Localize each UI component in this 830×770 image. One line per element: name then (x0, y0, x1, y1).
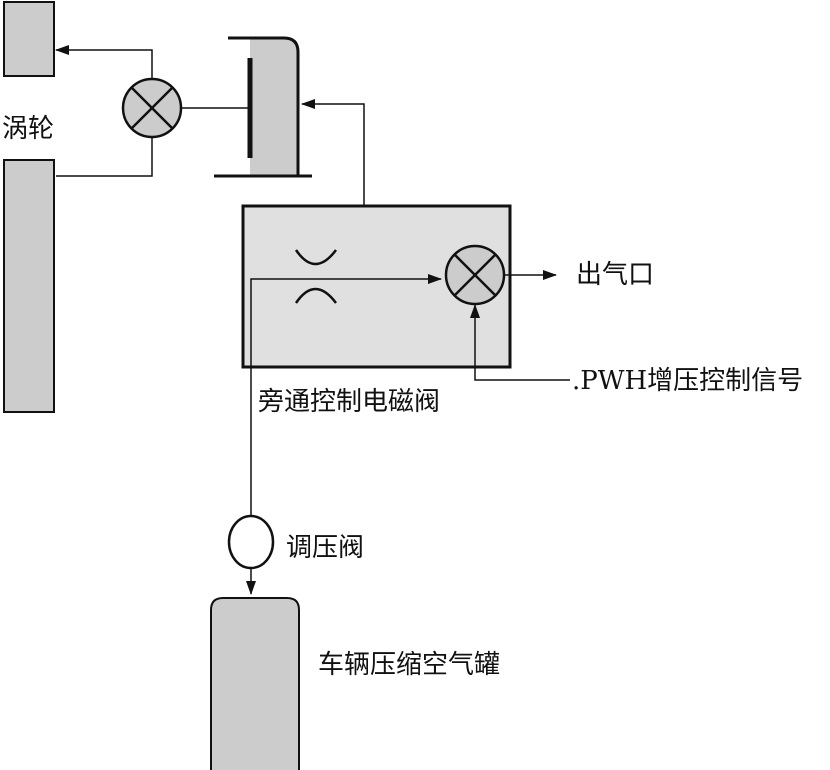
orifice-restrictor (294, 249, 337, 304)
solenoid-valve (444, 244, 506, 306)
bypass-valve-label: 旁通控制电磁阀 (258, 387, 441, 417)
wastegate-valve (121, 77, 183, 139)
wastegate-actuator (214, 36, 312, 178)
supply-line (250, 274, 442, 517)
compressed-air-tank (210, 597, 300, 770)
turbine-label: 涡轮 (2, 114, 55, 144)
pressure-regulator-valve (227, 514, 275, 570)
outlet-label: 出气口 (576, 260, 655, 290)
pressure-regulator-label: 调压阀 (286, 533, 365, 563)
control-signal-label: .PWH增压控制信号 (572, 366, 804, 396)
air-tank-label: 车辆压缩空气罐 (318, 650, 501, 680)
turbine-housing-upper (3, 1, 55, 77)
turbine-housing-lower (3, 159, 55, 413)
control-signal-line (470, 304, 570, 381)
wastegate-outlet-line (55, 45, 153, 79)
wastegate-inlet-line (56, 137, 153, 177)
